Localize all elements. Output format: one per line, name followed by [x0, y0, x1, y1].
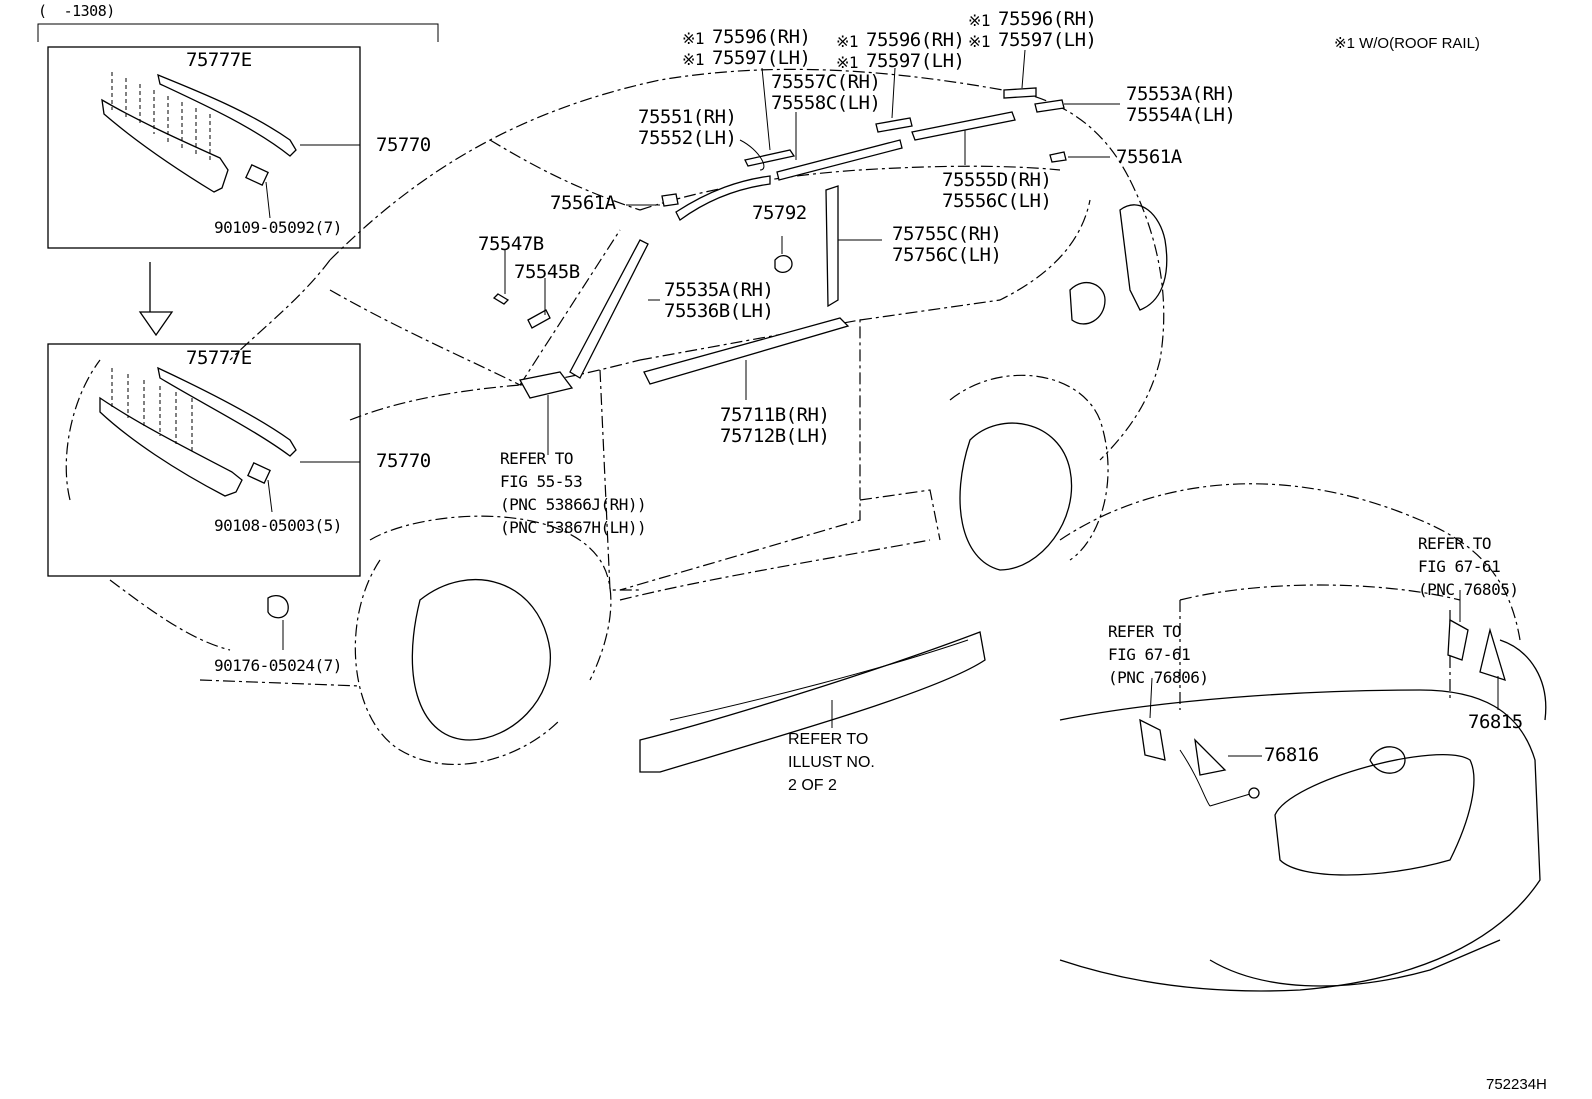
leader-lines: [199, 49, 1499, 757]
label-75792: 75792: [752, 202, 807, 224]
label-75777e-bottom: 75777E: [186, 347, 252, 369]
label-75770-bottom: 75770: [376, 450, 431, 472]
running-board: [639, 631, 986, 773]
label-75535a: 75535A(RH): [664, 279, 774, 301]
label-75712b: 75712B(LH): [720, 425, 830, 447]
label-75711b: 75711B(RH): [720, 404, 830, 426]
range-label: ( -1308): [38, 2, 115, 20]
mark1-b: ※1: [682, 50, 705, 69]
ref-fig67-mid: REFER TO FIG 67-61 (PNC 76806): [1108, 622, 1209, 687]
label-75545b: 75545B: [514, 261, 580, 283]
label-75556c: 75556C(LH): [942, 190, 1052, 212]
illustration-number: 752234H: [1486, 1076, 1547, 1093]
label-75755c: 75755C(RH): [892, 223, 1002, 245]
inset-box-top: [47, 46, 361, 249]
label-75597-a: 75597(LH): [712, 47, 811, 69]
label-75597-b: 75597(LH): [866, 50, 965, 72]
label-90109: 90109-05092(7): [214, 218, 342, 237]
rear-vehicle: [1059, 483, 1547, 992]
label-75555d: 75555D(RH): [942, 169, 1052, 191]
label-75777e-top: 75777E: [186, 49, 252, 71]
vehicle-body: [65, 68, 1168, 765]
label-75561a-left: 75561A: [550, 192, 616, 214]
label-75551: 75551(RH): [638, 106, 737, 128]
label-75596-a: 75596(RH): [712, 26, 811, 48]
label-76815: 76815: [1468, 711, 1523, 733]
label-75547b: 75547B: [478, 233, 544, 255]
ref-fig67-right: REFER TO FIG 67-61 (PNC 76805): [1418, 534, 1519, 599]
label-75552: 75552(LH): [638, 127, 737, 149]
mark1-f: ※1: [968, 32, 991, 51]
arrow-down: [138, 262, 174, 337]
label-75536b: 75536B(LH): [664, 300, 774, 322]
mark1-c: ※1: [836, 32, 859, 51]
label-90176: 90176-05024(7): [214, 656, 342, 675]
inset-box-bottom: [47, 343, 361, 577]
mark1-e: ※1: [968, 11, 991, 30]
range-bracket: [37, 23, 439, 42]
label-76816: 76816: [1264, 744, 1319, 766]
label-75557c: 75557C(RH): [771, 71, 881, 93]
roof-moldings: [267, 87, 1067, 619]
label-75596-b: 75596(RH): [866, 29, 965, 51]
label-75597-c: 75597(LH): [998, 29, 1097, 51]
label-75558c: 75558C(LH): [771, 92, 881, 114]
label-75770-top: 75770: [376, 134, 431, 156]
label-90108: 90108-05003(5): [214, 516, 342, 535]
mark1-d: ※1: [836, 53, 859, 72]
label-75596-c: 75596(RH): [998, 8, 1097, 30]
mark1-a: ※1: [682, 29, 705, 48]
label-75554a: 75554A(LH): [1126, 104, 1236, 126]
note-roof-rail: ※1 W/O(ROOF RAIL): [1334, 35, 1480, 52]
label-75553a: 75553A(RH): [1126, 83, 1236, 105]
label-75756c: 75756C(LH): [892, 244, 1002, 266]
ref-fig55: REFER TO FIG 55-53 (PNC 53866J(RH)) (PNC…: [500, 449, 647, 537]
label-75561a-right: 75561A: [1116, 146, 1182, 168]
ref-illust: REFER TO ILLUST NO. 2 OF 2: [788, 731, 875, 794]
